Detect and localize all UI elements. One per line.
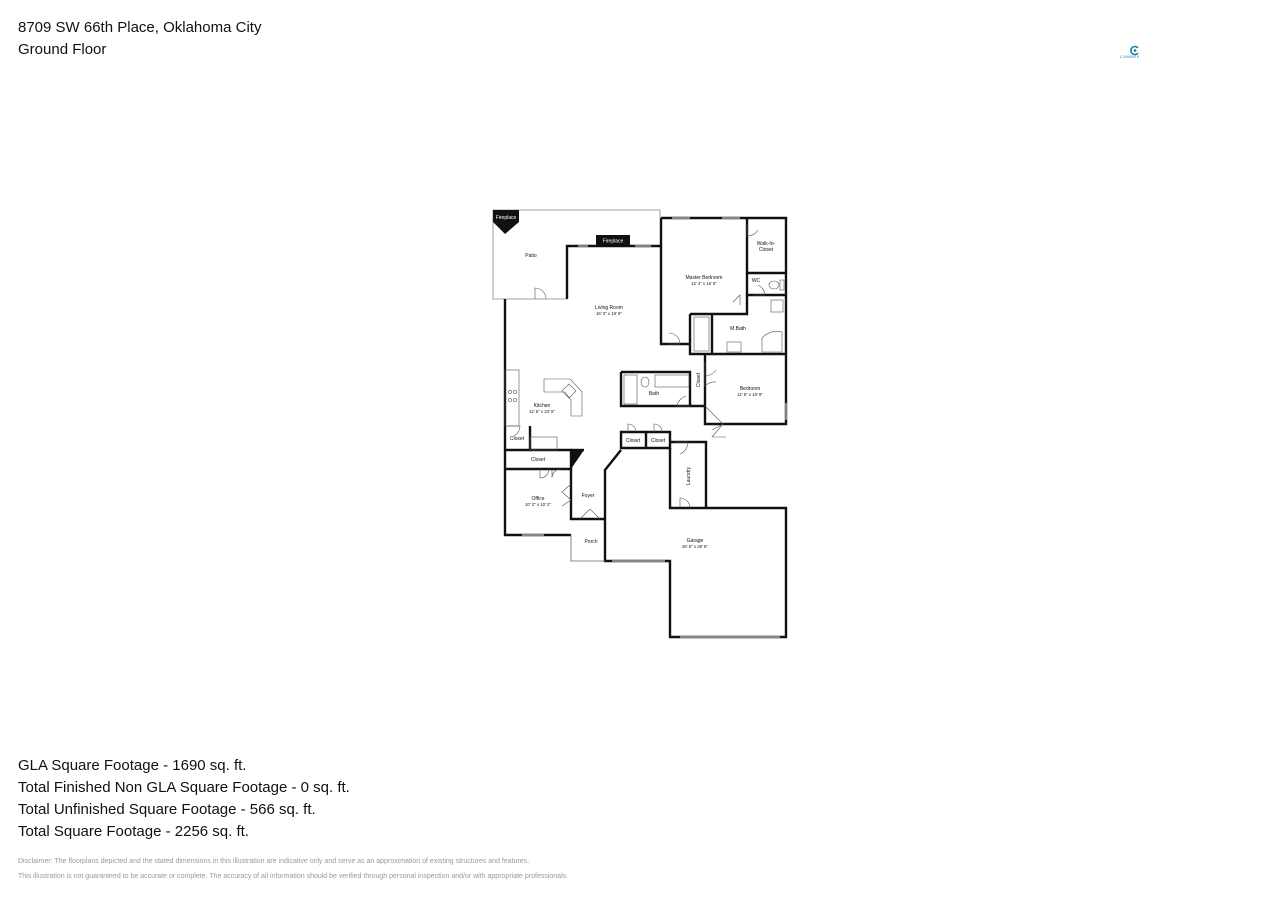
label-wc: WC <box>752 278 761 284</box>
non-gla-square-footage: Total Finished Non GLA Square Footage - … <box>18 779 350 796</box>
outdoor-fireplace-icon <box>493 210 519 234</box>
unfinished-square-footage: Total Unfinished Square Footage - 566 sq… <box>18 801 316 818</box>
label-fireplace: Fireplace <box>603 239 624 245</box>
dims-master-bedroom: 13' 4" x 16' 5" <box>691 281 717 286</box>
fireplace-icon <box>596 235 630 246</box>
label-living-room: Living Room <box>595 305 623 311</box>
windows <box>522 217 787 638</box>
closet-wedge-icon <box>571 450 584 469</box>
label-closet-a: Closet <box>626 438 641 444</box>
walls <box>503 216 788 639</box>
label-outdoor-fireplace: Fireplace <box>496 215 517 221</box>
dims-kitchen: 12' 5" x 23' 6" <box>529 409 555 414</box>
dims-garage: 26' 5" x 29' 8" <box>682 544 708 549</box>
label-garage: Garage <box>687 538 704 544</box>
logo-text: CAMBEE <box>1120 54 1140 59</box>
label-closet-hall: Closet <box>696 372 702 387</box>
label-closet-kitchen: Closet <box>510 436 525 442</box>
label-walk-in-closet-2: Closet <box>759 247 774 253</box>
dims-living-room: 16' 3" x 19' 9" <box>596 311 622 316</box>
gla-square-footage: GLA Square Footage - 1690 sq. ft. <box>18 757 247 774</box>
label-walk-in-closet-1: Walk-In- <box>757 241 776 247</box>
disclaimer-line-1: Disclaimer: The floorplans depicted and … <box>18 858 530 865</box>
label-laundry: Laundry <box>686 466 692 485</box>
label-closet-office: Closet <box>531 457 546 463</box>
label-bedroom: Bedroom <box>740 386 760 392</box>
label-patio: Patio <box>525 253 537 259</box>
door-swings <box>508 224 766 520</box>
square-footage-summary: GLA Square Footage - 1690 sq. ft. Total … <box>18 755 350 843</box>
kitchen-fixtures <box>504 369 583 451</box>
disclaimer-line-2: This illustration is not guaranteed to b… <box>18 873 569 880</box>
label-closet-b: Closet <box>651 438 666 444</box>
label-bath: Bath <box>649 391 660 397</box>
dims-office: 10' 2" x 10' 2" <box>525 502 551 507</box>
dims-bedroom: 12' 6" x 10' 9" <box>737 392 763 397</box>
patio-area <box>492 209 661 300</box>
label-office: Office <box>532 496 545 502</box>
property-address: 8709 SW 66th Place, Oklahoma City <box>18 19 262 36</box>
floor-name: Ground Floor <box>18 41 107 58</box>
cambee-logo-icon <box>1130 45 1139 56</box>
label-mbath: M.Bath <box>730 326 746 332</box>
total-square-footage: Total Square Footage - 2256 sq. ft. <box>18 823 249 840</box>
label-foyer: Foyer <box>582 493 595 499</box>
label-master-bedroom: Master Bedroom <box>686 275 723 281</box>
label-porch: Porch <box>584 539 597 545</box>
label-kitchen: Kitchen <box>534 403 551 409</box>
